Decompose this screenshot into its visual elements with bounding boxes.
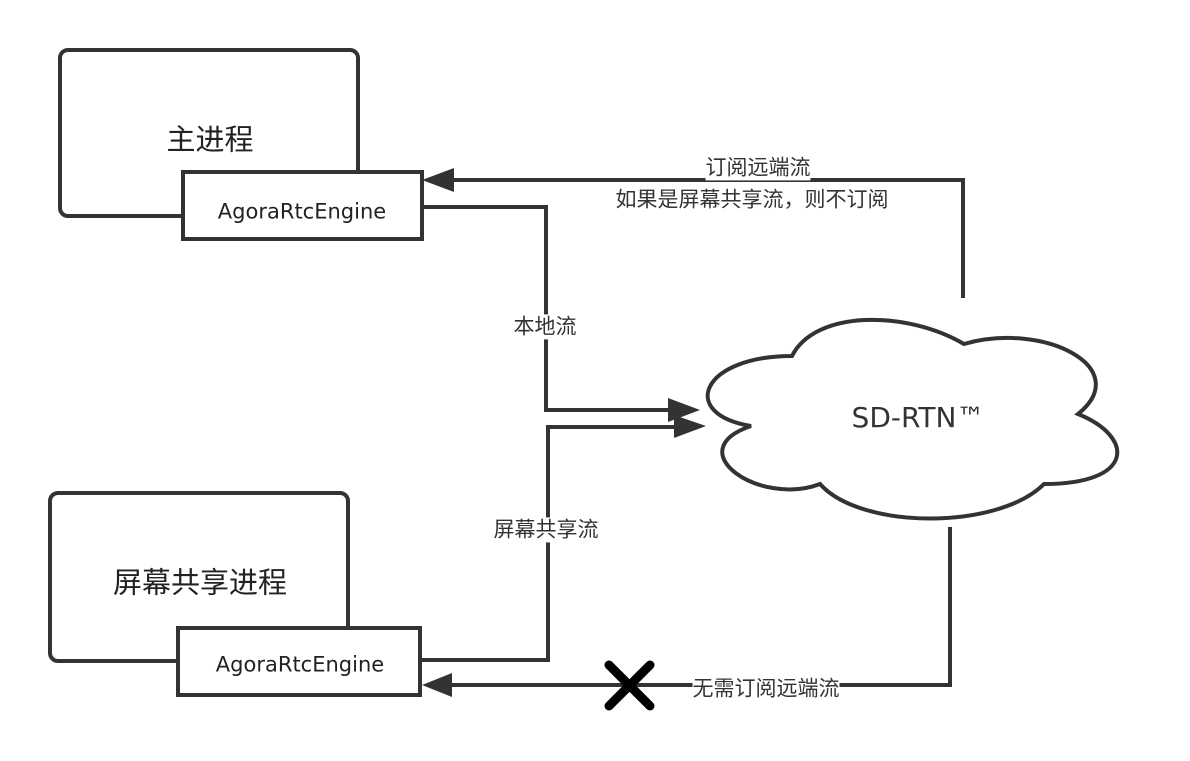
screen-engine-label: AgoraRtcEngine: [215, 652, 385, 677]
subscribe-edge: [450, 178, 965, 298]
cloud-sd-rtn: [705, 317, 1120, 521]
main-engine-box: [181, 170, 424, 241]
arrowhead-subscribe: [422, 168, 454, 192]
local-stream-edge: [422, 205, 672, 412]
screen-stream-label: 屏幕共享流: [493, 517, 599, 543]
cross-icon: [604, 660, 655, 711]
no-subscribe-edge: [450, 527, 952, 687]
screen-process-label: 屏幕共享进程: [112, 565, 288, 600]
screen-stream-edge: [420, 425, 678, 662]
subscribe-label-line2: 如果是屏幕共享流，则不订阅: [615, 187, 889, 213]
screen-engine-box: [176, 626, 422, 697]
arrowhead-local: [668, 398, 700, 422]
subscribe-label-line1: 订阅远端流: [705, 155, 811, 181]
arrowhead-screen: [674, 415, 706, 438]
local-stream-label: 本地流: [513, 314, 577, 340]
main-process-label: 主进程: [166, 122, 254, 157]
no-subscribe-label: 无需订阅远端流: [692, 676, 840, 702]
main-engine-label: AgoraRtcEngine: [217, 199, 387, 224]
arrowhead-no-subscribe: [422, 673, 452, 697]
sd-rtn-label: SD-RTN™: [851, 401, 985, 435]
